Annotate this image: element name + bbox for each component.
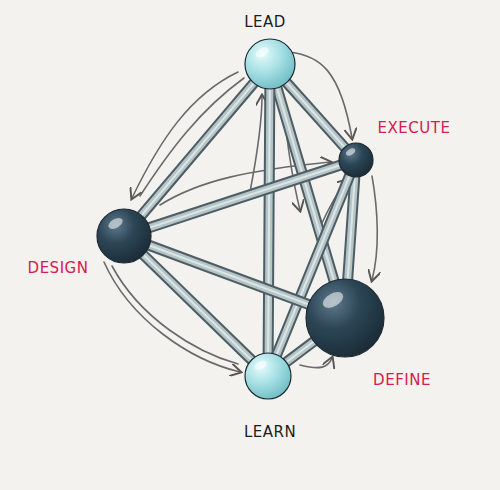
rod-connector — [141, 253, 253, 362]
rod-stroke — [147, 165, 342, 229]
sphere — [305, 278, 385, 358]
node-label: LEARN — [244, 423, 296, 441]
sphere-node: LEAD — [244, 38, 296, 90]
sphere — [96, 208, 152, 264]
sphere-node: LEARN — [244, 352, 292, 400]
rod-connector — [284, 338, 318, 363]
rod-stroke — [141, 253, 253, 362]
rod-stroke — [141, 253, 253, 362]
node-label: DESIGN — [28, 259, 89, 277]
rod-stroke — [284, 338, 318, 363]
rod-stroke — [284, 338, 318, 363]
node-label: EXECUTE — [378, 119, 451, 137]
rod-stroke — [147, 165, 342, 229]
rod-connector — [268, 86, 270, 356]
sphere — [338, 142, 374, 178]
sphere — [244, 38, 296, 90]
node-label: LEAD — [244, 13, 286, 31]
rod-stroke — [147, 165, 342, 229]
sphere-node: DESIGN — [96, 208, 152, 264]
node-label: DEFINE — [373, 371, 431, 389]
sphere-node: DEFINE — [305, 278, 385, 358]
rod-stroke — [268, 86, 270, 356]
rod-stroke — [141, 253, 253, 362]
sphere-node: EXECUTE — [338, 142, 374, 178]
rod-connector — [147, 165, 342, 229]
rod-stroke — [284, 338, 318, 363]
rod-stroke — [268, 86, 270, 356]
sphere — [244, 352, 292, 400]
rod-stroke — [268, 86, 270, 356]
